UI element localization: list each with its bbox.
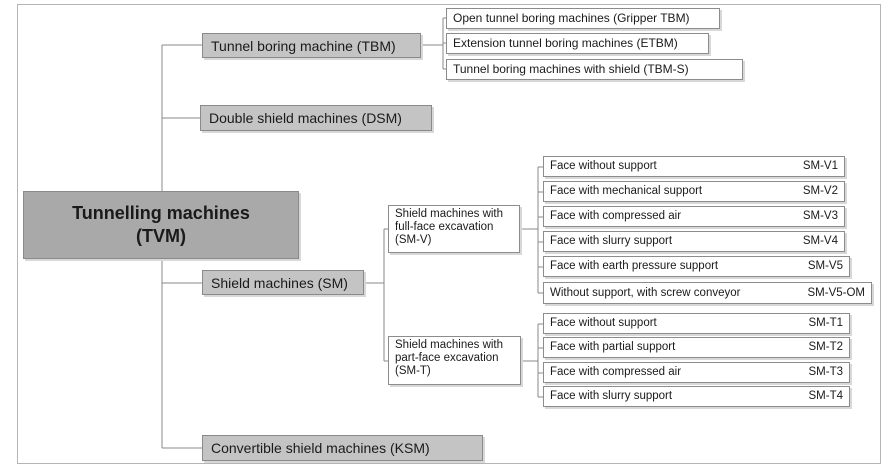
node-tbm-etbm: Extension tunnel boring machines (ETBM): [446, 33, 709, 54]
node-sm-v1: Face without support SM-V1: [543, 156, 845, 177]
node-sm-t4: Face with slurry support SM-T4: [543, 386, 850, 407]
item-code: SM-V1: [802, 160, 838, 172]
node-sm-v3: Face with compressed air SM-V3: [543, 206, 845, 227]
item-name: Without support, with screw conveyor: [550, 286, 741, 299]
item-code: SM-V4: [802, 235, 838, 247]
node-ksm: Convertible shield machines (KSM): [202, 435, 483, 461]
root-abbrev: (TVM): [136, 226, 186, 246]
item-name: Face with compressed air: [550, 210, 682, 222]
item-code: SM-V5: [807, 260, 843, 272]
node-sm-v5-om: Without support, with screw conveyor SM-…: [543, 282, 872, 304]
node-dsm: Double shield machines (DSM): [200, 105, 432, 131]
item-name: Face with earth pressure support: [550, 260, 719, 272]
item-code: SM-T3: [808, 366, 844, 378]
item-name: Face without support: [550, 160, 657, 172]
item-code: SM-T2: [808, 341, 844, 353]
item-name: Face with slurry support: [550, 390, 673, 402]
node-sm-t2: Face with partial support SM-T2: [543, 337, 850, 358]
node-sm: Shield machines (SM): [202, 270, 364, 295]
item-code: SM-V3: [802, 210, 838, 222]
item-name: Face without support: [550, 317, 657, 329]
node-tbm-gripper: Open tunnel boring machines (Gripper TBM…: [446, 8, 720, 29]
node-tbm-shield: Tunnel boring machines with shield (TBM-…: [446, 59, 743, 80]
node-sm-v2: Face with mechanical support SM-V2: [543, 181, 845, 202]
item-code: SM-T4: [808, 390, 844, 402]
root-title: Tunnelling machines: [72, 203, 250, 223]
root-node: Tunnelling machines (TVM): [23, 191, 299, 259]
node-sm-v: Shield machines with full-face excavatio…: [388, 205, 520, 253]
item-code: SM-V5-OM: [807, 286, 866, 299]
node-sm-v4: Face with slurry support SM-V4: [543, 231, 845, 252]
item-name: Face with mechanical support: [550, 185, 703, 197]
node-tbm: Tunnel boring machine (TBM): [202, 33, 421, 58]
item-code: SM-V2: [802, 185, 838, 197]
node-sm-t: Shield machines with part-face excavatio…: [388, 336, 521, 385]
item-code: SM-T1: [808, 317, 844, 329]
item-name: Face with slurry support: [550, 235, 673, 247]
node-sm-t1: Face without support SM-T1: [543, 313, 850, 334]
item-name: Face with partial support: [550, 341, 676, 353]
item-name: Face with compressed air: [550, 366, 682, 378]
node-sm-v5: Face with earth pressure support SM-V5: [543, 256, 850, 277]
node-sm-t3: Face with compressed air SM-T3: [543, 362, 850, 383]
